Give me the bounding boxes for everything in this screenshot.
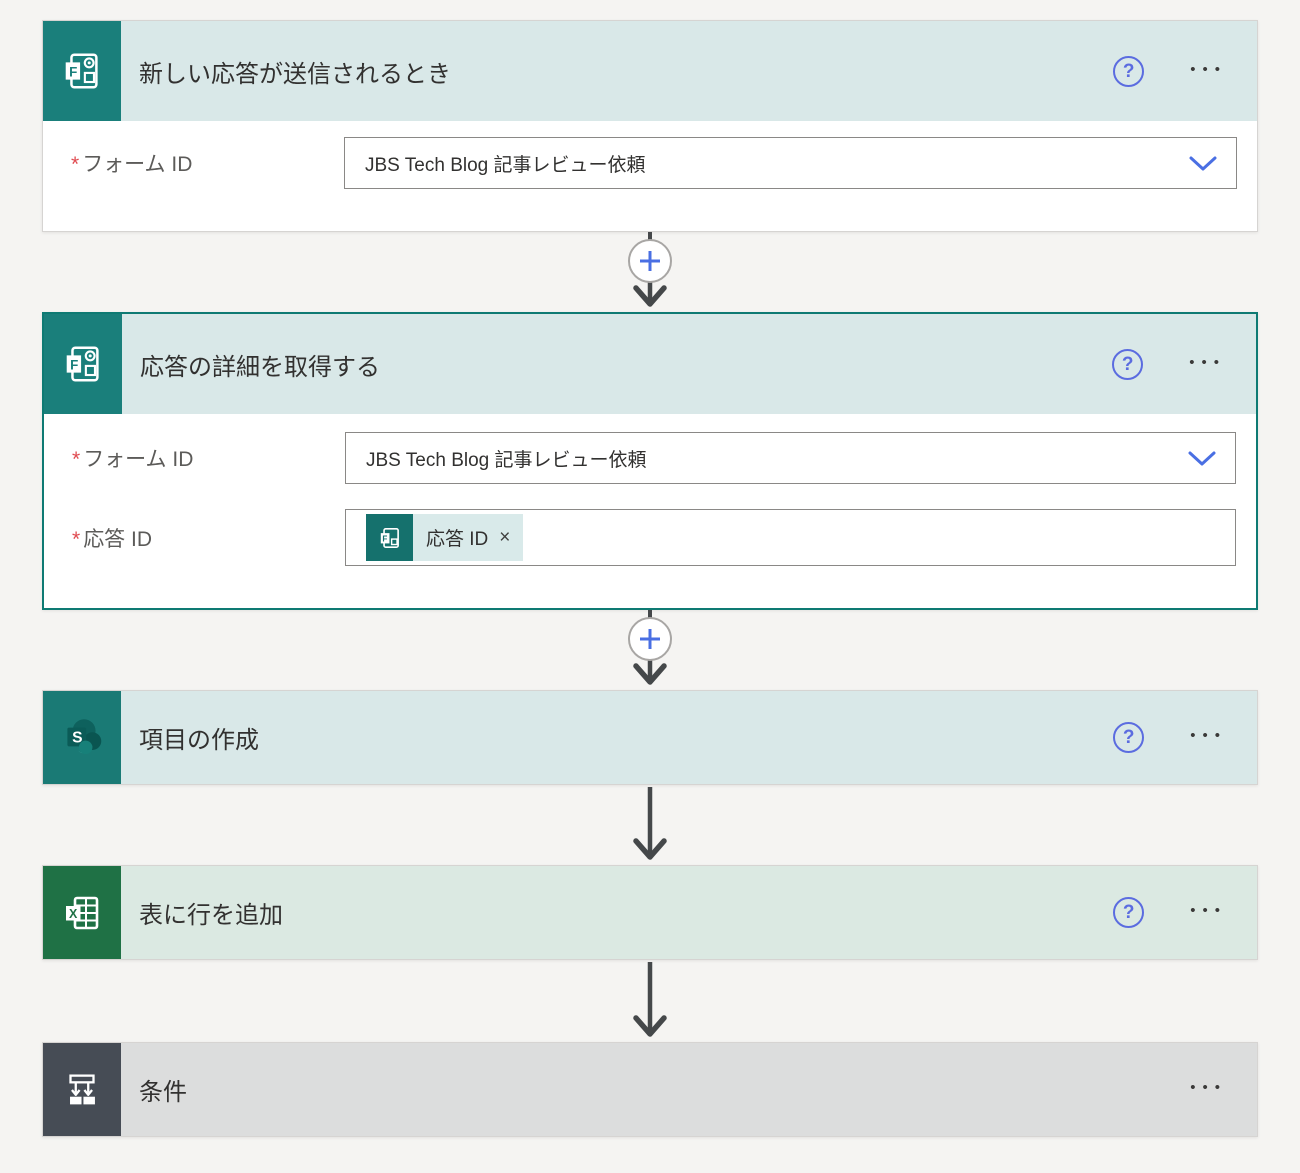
card-title: 表に行を追加 bbox=[139, 902, 283, 929]
arrow-down-icon bbox=[633, 962, 667, 1037]
more-menu-icon[interactable]: ••• bbox=[1190, 727, 1227, 744]
add-step-button[interactable] bbox=[621, 610, 679, 690]
microsoft-forms-icon: F bbox=[43, 21, 121, 121]
card-when-new-response: F 新しい応答が送信されるとき ? ••• *フォーム ID JBS Tech … bbox=[42, 20, 1258, 232]
field-label: *フォーム ID bbox=[71, 153, 193, 176]
field-label: *応答 ID bbox=[72, 527, 153, 551]
dropdown-value: JBS Tech Blog 記事レビュー依頼 bbox=[366, 449, 647, 471]
svg-text:S: S bbox=[72, 729, 82, 746]
condition-icon bbox=[43, 1043, 121, 1136]
more-menu-icon[interactable]: ••• bbox=[1189, 353, 1226, 371]
token-label: 応答 ID bbox=[426, 529, 489, 550]
required-asterisk: * bbox=[71, 153, 80, 176]
help-icon[interactable]: ? bbox=[1113, 897, 1145, 928]
card-create-item[interactable]: S 項目の作成 ? ••• bbox=[42, 690, 1258, 785]
card-condition[interactable]: 条件 ••• bbox=[42, 1042, 1258, 1137]
card-title: 新しい応答が送信されるとき bbox=[139, 60, 451, 88]
card-title: 応答の詳細を取得する bbox=[140, 353, 380, 381]
svg-text:F: F bbox=[70, 357, 78, 372]
more-menu-icon[interactable]: ••• bbox=[1190, 902, 1227, 919]
connector-arrow bbox=[42, 960, 1258, 1042]
response-id-field-row: *応答 ID F 応答 ID bbox=[44, 509, 1256, 566]
microsoft-forms-icon: F bbox=[366, 514, 413, 561]
svg-text:X: X bbox=[69, 906, 78, 920]
more-menu-icon[interactable]: ••• bbox=[1190, 60, 1227, 78]
card-title: 項目の作成 bbox=[139, 727, 259, 754]
microsoft-forms-icon: F bbox=[44, 314, 122, 414]
plus-icon bbox=[640, 629, 660, 649]
chevron-down-icon bbox=[1187, 450, 1217, 467]
help-icon[interactable]: ? bbox=[1113, 722, 1145, 753]
form-id-dropdown[interactable]: JBS Tech Blog 記事レビュー依頼 bbox=[345, 432, 1236, 484]
field-label: *フォーム ID bbox=[72, 448, 194, 471]
card-header[interactable]: F 新しい応答が送信されるとき ? ••• bbox=[43, 21, 1257, 121]
insert-step-connector bbox=[42, 610, 1258, 690]
required-asterisk: * bbox=[72, 527, 81, 551]
card-header[interactable]: F 応答の詳細を取得する ? ••• bbox=[44, 314, 1256, 414]
card-get-response-details: F 応答の詳細を取得する ? ••• *フォーム ID JBS Tech Blo… bbox=[42, 312, 1258, 610]
flow-designer-canvas: F 新しい応答が送信されるとき ? ••• *フォーム ID JBS Tech … bbox=[42, 20, 1258, 1137]
card-title: 条件 bbox=[139, 1079, 187, 1106]
add-step-button[interactable] bbox=[621, 232, 679, 312]
form-id-dropdown[interactable]: JBS Tech Blog 記事レビュー依頼 bbox=[344, 137, 1237, 189]
connector-arrow bbox=[42, 785, 1258, 865]
remove-token-icon[interactable]: × bbox=[499, 527, 511, 548]
dynamic-content-token[interactable]: F 応答 ID × bbox=[366, 514, 524, 561]
dropdown-value: JBS Tech Blog 記事レビュー依頼 bbox=[365, 154, 646, 176]
response-id-input[interactable]: F 応答 ID × bbox=[345, 509, 1236, 566]
more-menu-icon[interactable]: ••• bbox=[1190, 1079, 1227, 1096]
help-icon[interactable]: ? bbox=[1112, 348, 1144, 380]
card-add-row-to-table[interactable]: X 表に行を追加 ? ••• bbox=[42, 865, 1258, 960]
svg-text:F: F bbox=[69, 64, 77, 79]
form-id-field-row: *フォーム ID JBS Tech Blog 記事レビュー依頼 bbox=[43, 137, 1257, 189]
plus-icon bbox=[640, 251, 660, 271]
sharepoint-icon: S bbox=[43, 691, 121, 784]
chevron-down-icon bbox=[1188, 155, 1218, 172]
svg-text:F: F bbox=[382, 534, 387, 543]
excel-icon: X bbox=[43, 866, 121, 959]
help-icon[interactable]: ? bbox=[1113, 55, 1145, 87]
insert-step-connector bbox=[42, 232, 1258, 312]
required-asterisk: * bbox=[72, 448, 81, 471]
arrow-down-icon bbox=[633, 787, 667, 860]
form-id-field-row: *フォーム ID JBS Tech Blog 記事レビュー依頼 bbox=[44, 432, 1256, 484]
